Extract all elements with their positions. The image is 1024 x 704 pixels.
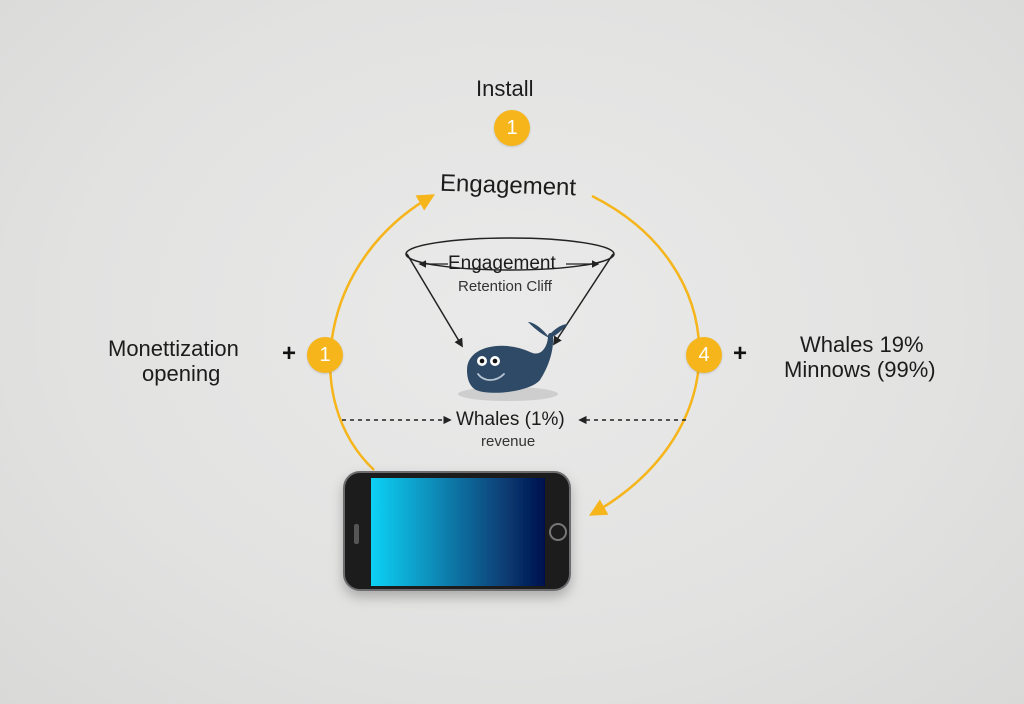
whales-share-label: Whales 19% bbox=[800, 332, 924, 357]
cycle-arc-left bbox=[328, 194, 436, 471]
funnel-subtitle: Retention Cliff bbox=[458, 278, 552, 295]
monetization-label-line1: Monettization bbox=[108, 336, 239, 361]
cycle-arc-right bbox=[588, 194, 701, 516]
cycle-engagement-label: Engagement bbox=[439, 169, 577, 202]
plus-icon-right: + bbox=[733, 340, 748, 367]
smartphone-icon bbox=[343, 471, 571, 591]
install-label: Install bbox=[476, 76, 534, 101]
monetization-label-line2: opening bbox=[142, 361, 221, 386]
right-step-badge: 4 bbox=[686, 337, 722, 373]
install-step-badge: 1 bbox=[494, 110, 530, 146]
revenue-label: revenue bbox=[481, 433, 536, 450]
funnel-arrow-right bbox=[553, 253, 614, 346]
funnel-rim bbox=[405, 237, 615, 271]
minnows-share-label: Minnows (99%) bbox=[784, 357, 936, 382]
plus-icon-left: + bbox=[282, 340, 297, 367]
funnel-title: Engagement bbox=[448, 253, 556, 274]
whale-icon bbox=[458, 322, 568, 401]
left-step-badge: 1 bbox=[307, 337, 343, 373]
funnel-arrow-left bbox=[406, 253, 463, 348]
whales-revenue-label: Whales (1%) bbox=[456, 409, 565, 430]
